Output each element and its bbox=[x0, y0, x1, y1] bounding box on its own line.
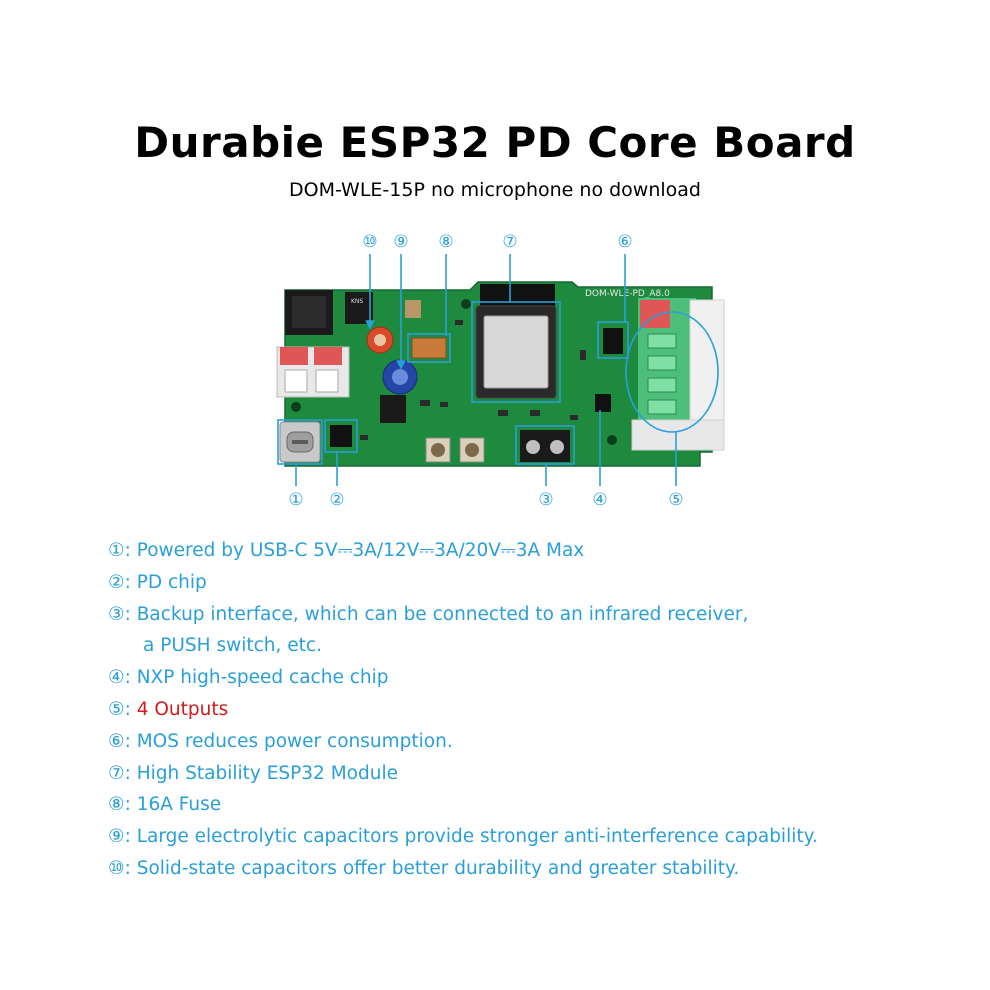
feature-text: Powered by USB-C 5V⎓3A/12V⎓3A/20V⎓3A Max bbox=[136, 540, 585, 561]
highlight-pd bbox=[324, 419, 358, 453]
solid-state-capacitor: KNS bbox=[345, 292, 394, 354]
smd-components bbox=[360, 320, 586, 440]
feature-text: Solid-state capacitors offer better dura… bbox=[136, 857, 740, 879]
usb-c-port bbox=[279, 421, 321, 463]
feature-number: ② bbox=[108, 571, 125, 593]
callout-highlights bbox=[277, 301, 719, 465]
callout-1: ① bbox=[288, 490, 303, 510]
feature-item-continuation: a PUSH switch, etc. bbox=[108, 630, 968, 662]
feature-number: ⑧ bbox=[108, 794, 125, 816]
pd-chip bbox=[330, 425, 352, 447]
highlight-esp32 bbox=[471, 301, 561, 403]
feature-number: ⑤ bbox=[108, 698, 125, 720]
feature-list: ①: Powered by USB-C 5V⎓3A/12V⎓3A/20V⎓3A … bbox=[108, 535, 968, 885]
feature-number: ④ bbox=[108, 667, 125, 689]
feature-item: ①: Powered by USB-C 5V⎓3A/12V⎓3A/20V⎓3A … bbox=[108, 540, 585, 561]
feature-text: MOS reduces power consumption. bbox=[136, 730, 453, 752]
feature-number: ① bbox=[108, 540, 125, 561]
feature-text: Backup interface, which can be connected… bbox=[136, 603, 749, 625]
page-subtitle: DOM-WLE-15P no microphone no download bbox=[288, 179, 701, 201]
feature-item: ⑥: MOS reduces power consumption. bbox=[108, 730, 453, 752]
push-buttons bbox=[425, 437, 485, 463]
feature-item: ⑦: High Stability ESP32 Module bbox=[108, 762, 398, 784]
feature-text: Large electrolytic capacitors provide st… bbox=[136, 826, 818, 848]
capacitor-label: KNS bbox=[351, 298, 363, 305]
callout-2: ② bbox=[329, 490, 344, 510]
callout-6: ⑥ bbox=[617, 232, 632, 252]
feature-item: ⑤: 4 Outputs bbox=[108, 698, 229, 720]
feature-item: ②: PD chip bbox=[108, 571, 207, 593]
highlight-outputs bbox=[625, 311, 719, 433]
callout-8: ⑧ bbox=[438, 232, 453, 252]
dc-jack bbox=[285, 290, 333, 335]
highlight-mos bbox=[597, 321, 629, 359]
feature-number: ③ bbox=[108, 603, 125, 625]
highlight-usb bbox=[277, 419, 323, 465]
highlight-backup bbox=[515, 425, 575, 465]
feature-text: 16A Fuse bbox=[136, 794, 222, 816]
callout-9: ⑨ bbox=[393, 232, 408, 252]
callout-lines bbox=[295, 254, 677, 486]
backup-interface-terminal bbox=[520, 430, 570, 462]
feature-item: ③: Backup interface, which can be connec… bbox=[108, 603, 749, 625]
feature-item: ⑨: Large electrolytic capacitors provide… bbox=[108, 826, 818, 848]
highlight-fuse bbox=[407, 333, 451, 363]
page-title: Durabie ESP32 PD Core Board bbox=[134, 118, 856, 167]
callout-10: ⑩ bbox=[362, 232, 377, 252]
board-diagram: KNS DOM-WLE-PD_A8.0 bbox=[276, 232, 725, 510]
fuse bbox=[411, 337, 447, 359]
output-terminals bbox=[631, 298, 725, 451]
feature-item: ④: NXP high-speed cache chip bbox=[108, 667, 389, 689]
silkscreen-label: DOM-WLE-PD_A8.0 bbox=[585, 289, 670, 299]
mos-chip bbox=[603, 328, 623, 354]
esp32-module bbox=[475, 284, 557, 399]
callout-5: ⑤ bbox=[668, 490, 683, 510]
input-connector bbox=[276, 346, 350, 398]
callout-4: ④ bbox=[592, 490, 607, 510]
callout-3: ③ bbox=[538, 490, 553, 510]
feature-text: High Stability ESP32 Module bbox=[136, 762, 398, 784]
feature-text: NXP high-speed cache chip bbox=[136, 667, 389, 689]
feature-text: a PUSH switch, etc. bbox=[143, 635, 322, 657]
feature-item: ⑧: 16A Fuse bbox=[108, 794, 222, 816]
feature-number: ⑨ bbox=[108, 826, 125, 848]
feature-number: ⑥ bbox=[108, 730, 125, 752]
feature-number: ⑦ bbox=[108, 762, 125, 784]
cache-chip bbox=[595, 394, 611, 412]
callout-numbers: ⑩ ⑨ ⑧ ⑦ ⑥ ① ② ③ ④ ⑤ bbox=[288, 232, 683, 510]
feature-text-highlight: 4 Outputs bbox=[136, 698, 229, 720]
callout-7: ⑦ bbox=[502, 232, 517, 252]
feature-item: ⑩: Solid-state capacitors offer better d… bbox=[108, 857, 740, 879]
feature-text: PD chip bbox=[136, 571, 207, 593]
electrolytic-capacitor bbox=[380, 300, 421, 423]
feature-number: ⑩ bbox=[108, 857, 125, 879]
